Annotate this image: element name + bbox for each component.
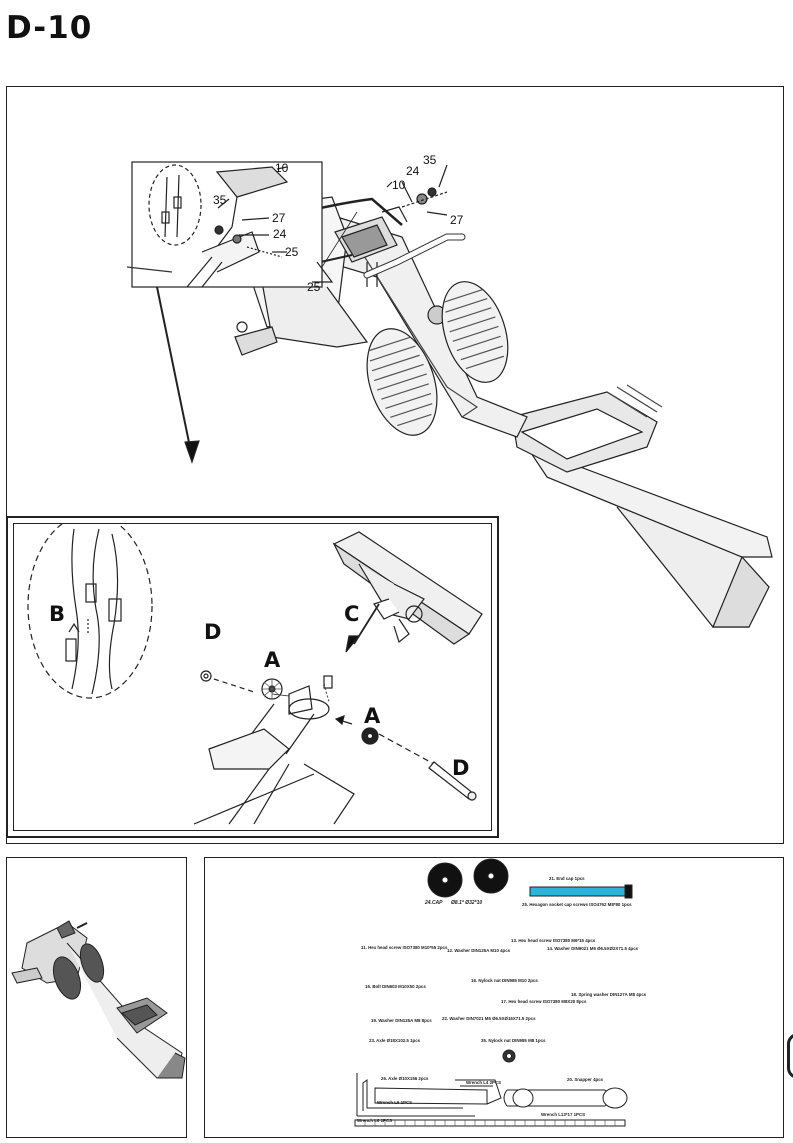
part-35: 35. Nylock nut DIN985 M8 1pcs [481, 1038, 546, 1043]
callout-35-main: 35 [423, 153, 437, 167]
part-wrench-l4: Wrench L4 2PCS [466, 1080, 502, 1085]
part-cap-dims: Ø8.1* Ø32*10 [451, 900, 483, 906]
callout-35-inset: 35 [213, 193, 227, 207]
part-22: 22. Washer DIN7021 M6 Ø6.5XØ16X71.5 2pcs [442, 1016, 536, 1021]
part-23: 23. Axle Ø18X102.5 1pcs [369, 1038, 421, 1043]
detail-drawing [27, 524, 483, 825]
label-d-right: D [452, 756, 470, 780]
part-11: 11. Hex head screw ISO7380 M10*55 2pcs [361, 945, 448, 950]
hardware-parts-list: 24.CAP Ø8.1* Ø32*10 21. End cap 1pcs 25.… [204, 857, 784, 1138]
callout-24-main: 24 [406, 164, 420, 178]
rower-thumbnail-drawing [11, 920, 186, 1079]
callout-25-main: 25 [307, 280, 321, 294]
part-end-cap: 21. End cap 1pcs [549, 876, 585, 881]
part-spanner: 20. Snapper 4pcs [567, 1077, 604, 1082]
rower-thumbnail [6, 857, 187, 1138]
callout-25-inset: 25 [285, 245, 299, 259]
page-title: D-10 [6, 10, 93, 46]
part-wrench-l6: Wrench L6 1PCS [377, 1100, 413, 1105]
callout-10-main: 10 [392, 178, 406, 192]
part-12: 12. Washer DIN125A M10 4pcs [447, 948, 511, 953]
detail-figure: B C D A A D [6, 516, 499, 838]
part-wrench-l13: Wrench L13*17 1PCS [541, 1112, 586, 1117]
label-a-right: A [364, 704, 381, 728]
part-hex-socket-screw: 25. Hexagon socket cap screws ISO4762 M8… [522, 902, 632, 907]
label-b: B [49, 602, 66, 626]
part-15: 15. Bolt DIN603 M10X50 2pcs [365, 984, 426, 989]
label-c: C [344, 602, 360, 626]
rower-assembly-drawing [126, 161, 773, 628]
callout-27-inset: 27 [272, 211, 286, 225]
part-17: 17. Hex head screw ISO7380 M8X20 8pcs [501, 999, 587, 1004]
callout-10-inset: 10 [275, 161, 289, 175]
label-d-left: D [204, 620, 222, 644]
part-wrench-l6-ruler: Wrench L6 1PCS [357, 1118, 393, 1123]
part-13: 13. Hex head screw ISO7380 M6*15 4pcs [511, 938, 596, 943]
callout-24-inset: 24 [273, 227, 287, 241]
detail-frame: B C D A A D [13, 523, 492, 831]
page-tab-marker [787, 1033, 793, 1079]
part-14: 14. Washer DIN9021 M6 Ø6.5XØ2X71.5 4pcs [547, 946, 639, 951]
part-18: 18. Spring washer DIN127A M8 4pcs [571, 992, 647, 997]
callout-27-main: 27 [450, 213, 464, 227]
label-a-left: A [264, 648, 281, 672]
part-19: 19. Washer DIN125A M8 8pcs [371, 1018, 432, 1023]
parts-drawing [354, 858, 633, 1127]
part-cap: 24.CAP [425, 900, 443, 906]
part-26: 26. Axle Ø10X156 2pcs [381, 1076, 429, 1081]
part-16: 16. Nylock nut DIN985 M10 2pcs [471, 978, 538, 983]
